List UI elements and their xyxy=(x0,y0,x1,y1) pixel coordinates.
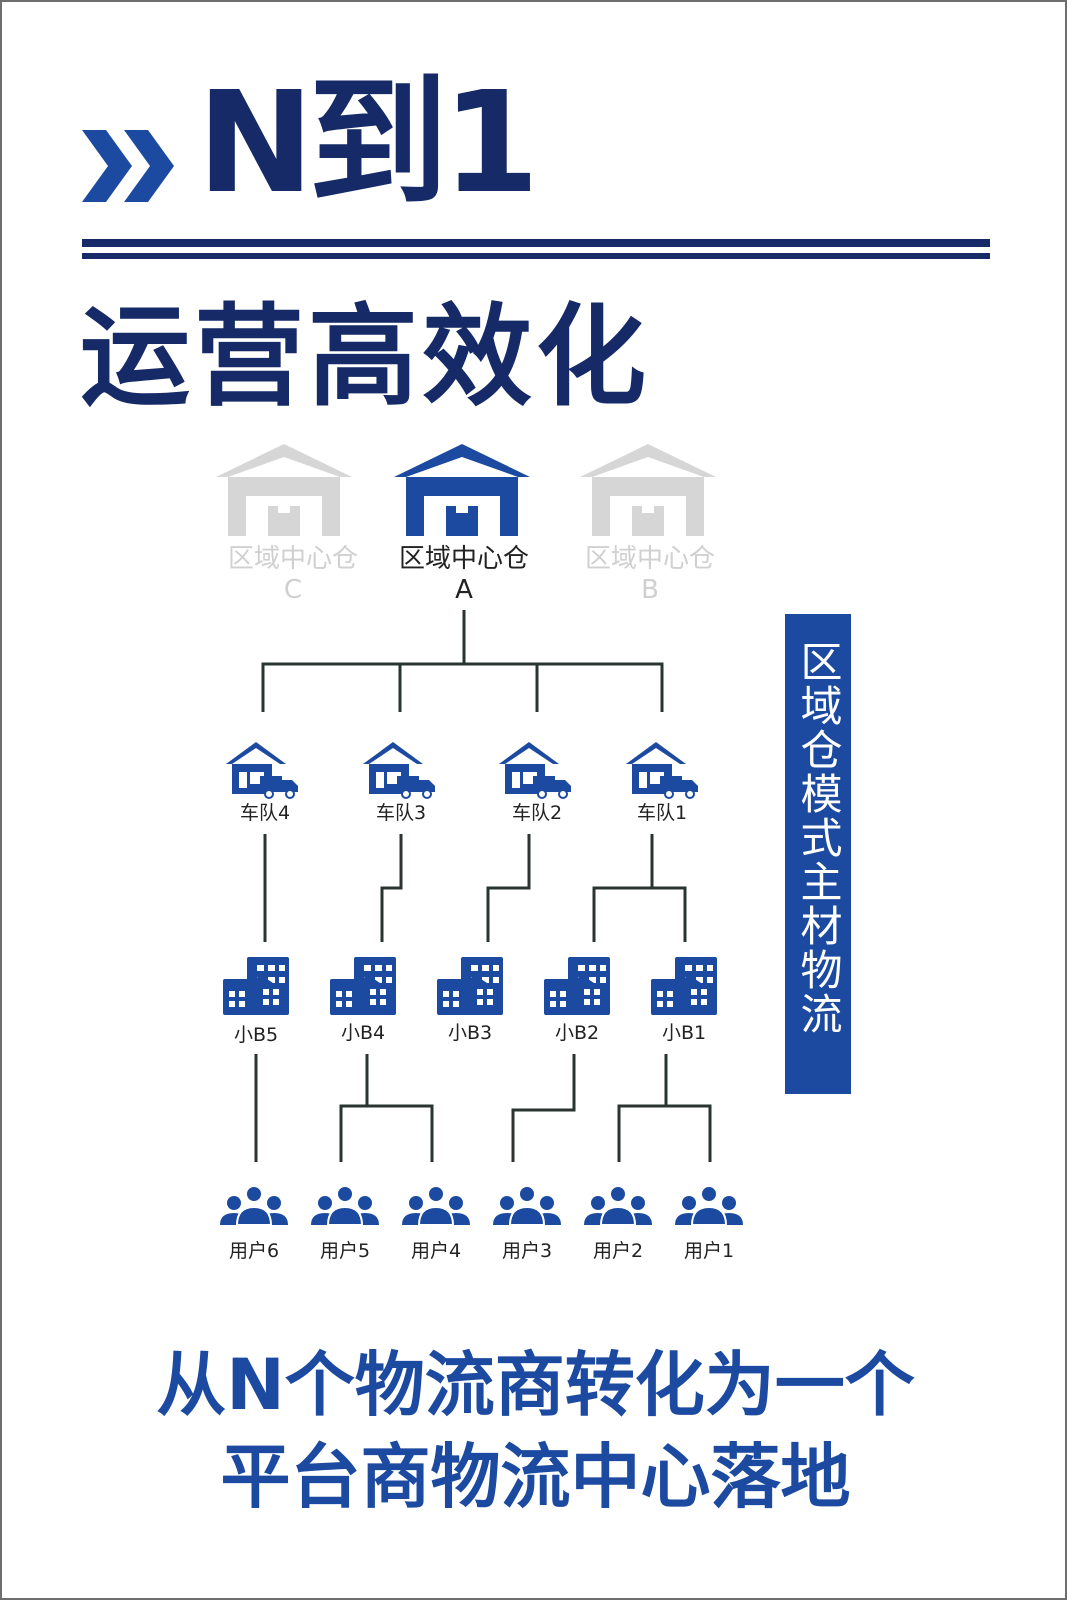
double-chevron-icon xyxy=(82,130,174,202)
fleet-icon-1 xyxy=(625,741,699,799)
small-b-label-3: 小B3 xyxy=(447,1022,493,1044)
warehouse-icon-c xyxy=(216,444,352,536)
building-icon-b5 xyxy=(223,957,289,1015)
side-banner: 区域仓模式主材物流 xyxy=(785,614,851,1094)
footer-line-2: 平台商物流中心落地 xyxy=(220,1436,851,1518)
users-icon-6 xyxy=(219,1185,289,1226)
building-icon-b3 xyxy=(437,957,503,1015)
warehouse-label-c: 区域中心仓 C xyxy=(227,544,359,606)
small-b-label-4: 小B4 xyxy=(340,1022,386,1044)
building-icon-b1 xyxy=(651,957,717,1015)
side-banner-text: 区域仓模式主材物流 xyxy=(794,640,843,1036)
user-label-2: 用户2 xyxy=(592,1240,644,1262)
warehouse-icon-b xyxy=(580,444,716,536)
tree-connectors xyxy=(254,610,712,1162)
page-subtitle: 运营高效化 xyxy=(80,293,650,421)
small-b-label-5: 小B5 xyxy=(233,1024,279,1046)
user-label-3: 用户3 xyxy=(501,1240,553,1262)
warehouse-label-b: 区域中心仓 B xyxy=(584,544,716,606)
distribution-tree xyxy=(216,444,744,1226)
user-label-4: 用户4 xyxy=(410,1240,462,1262)
users-icon-2 xyxy=(583,1185,653,1226)
users-icon-1 xyxy=(674,1185,744,1226)
fleet-icon-2 xyxy=(498,741,572,799)
building-icon-b4 xyxy=(330,957,396,1015)
fleet-label-2: 车队2 xyxy=(511,802,563,824)
users-icon-3 xyxy=(492,1185,562,1226)
warehouse-icon-a xyxy=(394,444,530,536)
small-b-label-2: 小B2 xyxy=(554,1022,600,1044)
fleet-label-1: 车队1 xyxy=(636,802,688,824)
fleet-label-3: 车队3 xyxy=(375,802,427,824)
small-b-label-1: 小B1 xyxy=(661,1022,707,1044)
fleet-icon-4 xyxy=(225,741,299,799)
title-divider-bottom xyxy=(82,253,990,259)
footer-line-1: 从N个物流商转化为一个 xyxy=(156,1344,915,1426)
title-divider-top xyxy=(82,239,990,247)
page-title: N到1 xyxy=(197,62,540,225)
warehouse-label-a: 区域中心仓 A xyxy=(398,544,530,606)
user-label-5: 用户5 xyxy=(319,1240,371,1262)
users-icon-4 xyxy=(401,1185,471,1226)
user-label-1: 用户1 xyxy=(683,1240,735,1262)
user-label-6: 用户6 xyxy=(228,1240,280,1262)
fleet-label-4: 车队4 xyxy=(239,802,291,824)
users-icon-5 xyxy=(310,1185,380,1226)
building-icon-b2 xyxy=(544,957,610,1015)
fleet-icon-3 xyxy=(362,741,436,799)
